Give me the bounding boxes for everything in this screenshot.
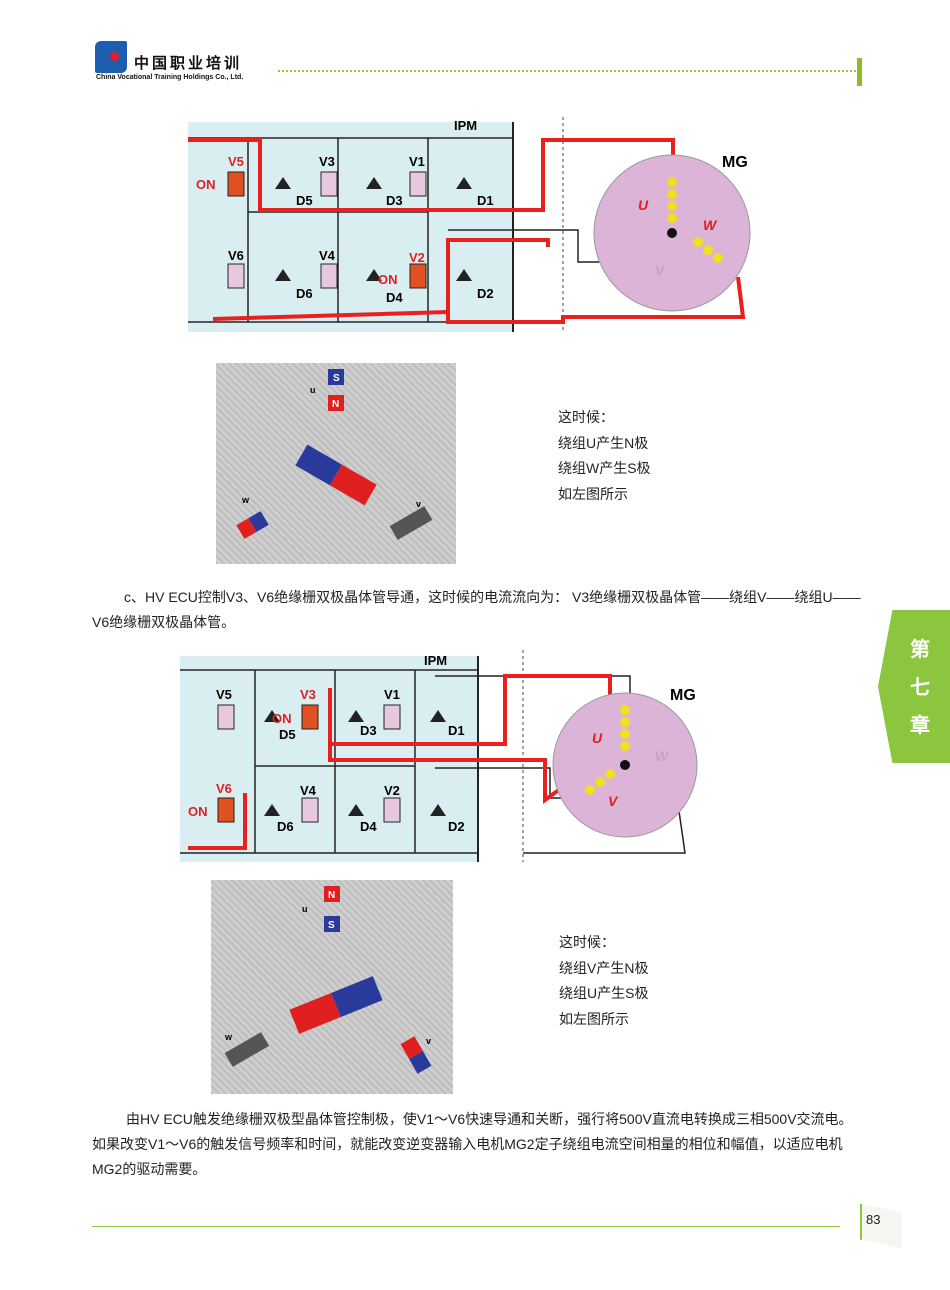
magnet-s-label: S (333, 373, 340, 384)
on-label: ON (378, 272, 398, 287)
note-line: 绕组U产生N极 (558, 434, 649, 451)
on-label: ON (272, 711, 292, 726)
d2-label: D2 (477, 286, 494, 301)
d6-label: D6 (277, 819, 294, 834)
note-line: 这时候： (559, 934, 615, 950)
v2-label: V2 (409, 250, 425, 265)
magnet-n-label: N (332, 399, 339, 410)
d2-label: D2 (448, 819, 465, 834)
v4-label: V4 (300, 783, 317, 798)
page-number: 83 (866, 1212, 881, 1227)
d3-label: D3 (360, 723, 377, 738)
logo-chinese-name: 中国职业培训 (134, 54, 243, 72)
chapter-tab: 第 七 章 (878, 610, 950, 763)
d4-label: D4 (386, 290, 403, 305)
w-winding-label: W (655, 748, 670, 764)
magnetic-field-figure-2: N S u w v (211, 880, 453, 1094)
d1-label: D1 (448, 723, 465, 738)
d3-label: D3 (386, 193, 403, 208)
v-winding-label: V (655, 262, 666, 278)
on-label: ON (188, 804, 208, 819)
mg-label: MG (670, 687, 696, 704)
v3-label: V3 (300, 687, 316, 702)
w-coil-label: w (224, 1032, 233, 1042)
logo-english-name: China Vocational Training Holdings Co., … (96, 74, 244, 81)
v5-label: V5 (228, 154, 244, 169)
ipm-label: IPM (454, 118, 477, 133)
note-line: 这时候： (558, 409, 614, 425)
v-winding-label: V (608, 793, 619, 809)
v1-label: V1 (409, 154, 425, 169)
u-winding-label: U (638, 197, 649, 213)
v6-label: V6 (216, 781, 232, 796)
v2-label: V2 (384, 783, 400, 798)
note-line: 绕组V产生N极 (559, 959, 649, 976)
logo-dot-icon (110, 52, 119, 61)
d1-label: D1 (477, 193, 494, 208)
on-label: ON (196, 177, 216, 192)
v5-label: V5 (216, 687, 232, 702)
note-line: 如左图所示 (558, 485, 628, 502)
note-2: 这时候： 绕组V产生N极 绕组U产生S极 如左图所示 (559, 930, 648, 1032)
v3-label: V3 (319, 154, 335, 169)
u-coil-label: u (302, 904, 308, 914)
d6-label: D6 (296, 286, 313, 301)
note-line: 绕组W产生S极 (558, 460, 651, 476)
inverter-circuit-diagram-1: IPM MG ON ON V5 V3 V1 V6 V4 V2 D5 D3 D1 … (188, 117, 751, 332)
d5-label: D5 (279, 727, 296, 742)
mg-label: MG (722, 154, 748, 171)
note-line: 如左图所示 (559, 1010, 629, 1027)
magnetic-field-figure-1: S N u w v (216, 363, 456, 564)
magnet-n-label: N (328, 890, 335, 901)
v1-label: V1 (384, 687, 400, 702)
d4-label: D4 (360, 819, 377, 834)
w-winding-label: W (703, 217, 718, 233)
paragraph-c: c、HV ECU控制V3、V6绝缘栅双极晶体管导通，这时候的电流流向为： V3绝… (92, 589, 861, 630)
inverter-circuit-diagram-2: IPM MG ON ON V5 V3 V1 V6 V4 V2 D5 D3 D1 … (180, 650, 698, 862)
chapter-tab-char: 第 (910, 637, 930, 661)
v-coil-label: v (426, 1036, 431, 1046)
d5-label: D5 (296, 193, 313, 208)
footer-line (92, 1226, 840, 1227)
note-line: 绕组U产生S极 (559, 985, 649, 1001)
w-coil-label: w (241, 495, 250, 505)
u-winding-label: U (592, 730, 603, 746)
chapter-tab-char: 七 (910, 675, 930, 699)
magnet-s-label: S (328, 920, 335, 931)
v4-label: V4 (319, 248, 336, 263)
header-accent-bar (857, 58, 862, 86)
ipm-label: IPM (424, 653, 447, 668)
note-1: 这时候： 绕组U产生N极 绕组W产生S极 如左图所示 (558, 405, 651, 507)
v-coil-label: v (416, 499, 421, 509)
paragraph-summary: 由HV ECU触发绝缘栅双极型晶体管控制极，使V1～V6快速导通和关断，强行将5… (92, 1111, 853, 1177)
u-coil-label: u (310, 385, 316, 395)
header-dotted-line (278, 70, 856, 72)
v6-label: V6 (228, 248, 244, 263)
chapter-tab-char: 章 (910, 713, 930, 737)
